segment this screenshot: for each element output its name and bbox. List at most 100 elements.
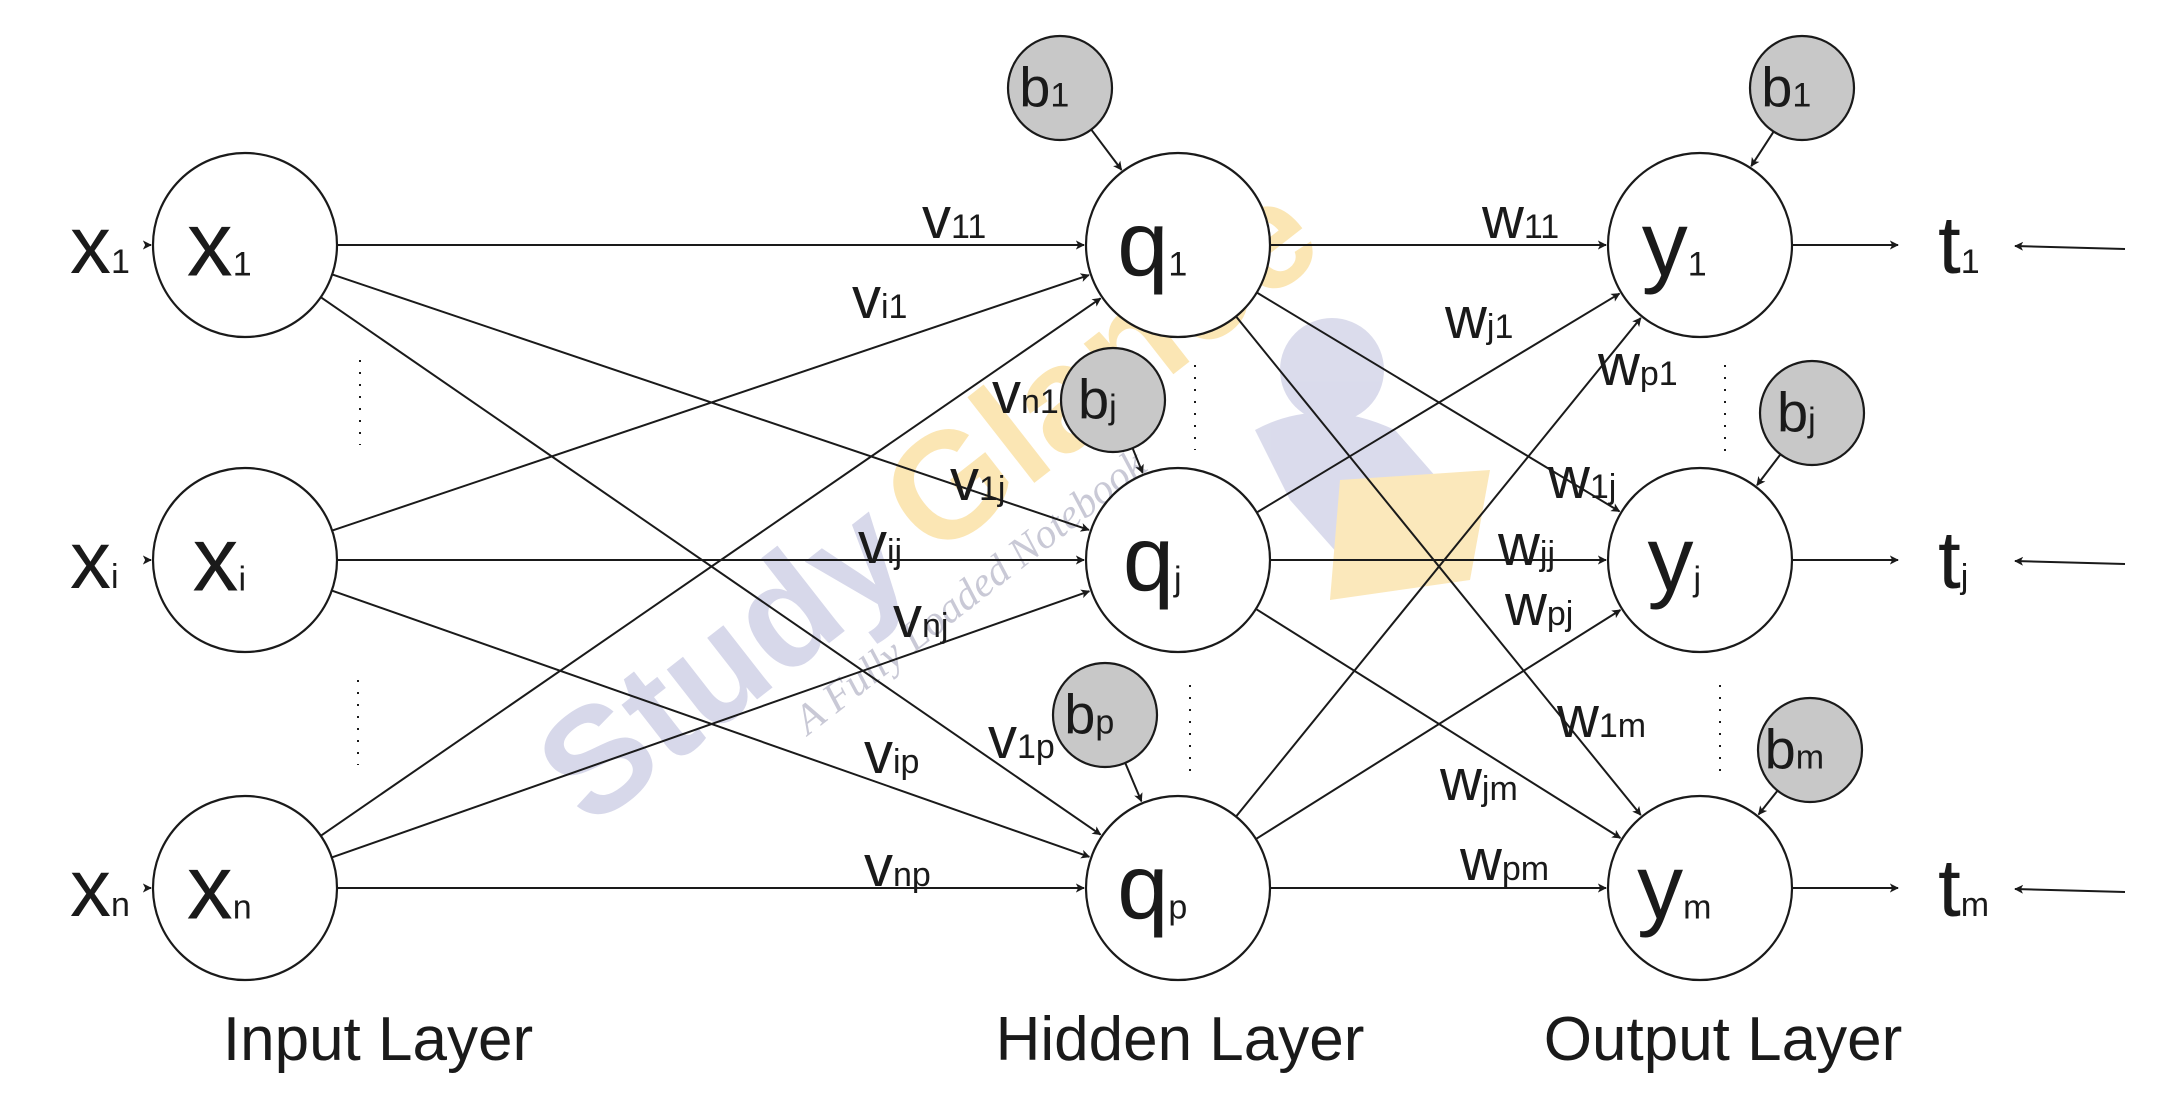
weight-v-n1: vn1 — [992, 361, 1059, 426]
edge-hidden-bias-1 — [1131, 447, 1144, 474]
output-bias-1: bj — [1758, 359, 1866, 467]
hidden-bias-1: bj — [1059, 346, 1167, 454]
weight-v-1j: v1j — [950, 448, 1005, 513]
hidden-bias-1-label: bj — [1078, 367, 1117, 430]
external-input-2: xn — [70, 843, 130, 934]
connections — [142, 128, 2126, 894]
weight-w-p1: wp1 — [1597, 333, 1678, 398]
output-layer-label: Output Layer — [1544, 1005, 1902, 1074]
input-node-0-label-main: x — [187, 193, 233, 295]
target-1-main: t — [1938, 515, 1961, 606]
weight-v-i1: vi1 — [852, 266, 907, 331]
output-node-2: ym — [1606, 794, 1794, 982]
edge-output-bias-1 — [1756, 453, 1782, 486]
target-0-sub: 1 — [1961, 243, 1980, 281]
hidden-node-0-circle — [1084, 151, 1272, 339]
weight-v-np: vnp — [864, 834, 931, 899]
edge-hidden-1-output-0 — [1256, 292, 1621, 514]
input-node-2-label-sub: n — [233, 888, 252, 926]
weight-v-11: v11 — [922, 186, 986, 251]
weight-w-11-sub: 11 — [1524, 208, 1559, 246]
hidden-node-0-label-main: q — [1117, 193, 1168, 295]
output-node-1-circle — [1606, 466, 1794, 654]
input-node-2-label-main: x — [187, 836, 233, 938]
external-input-1-sub: i — [111, 558, 119, 596]
edge-target-feedback-0 — [2014, 241, 2126, 251]
weight-w-1m-sub: 1m — [1599, 707, 1646, 745]
weight-w-pj-main: w — [1504, 573, 1548, 638]
input-node-2: xn — [151, 794, 339, 982]
output-bias-0: b1 — [1748, 34, 1856, 142]
weight-w-11-main: w — [1481, 186, 1525, 251]
output-bias-2-circle — [1756, 696, 1864, 804]
output-bias-2-label-main: b — [1765, 717, 1796, 780]
output-node-1-label-main: y — [1647, 508, 1693, 610]
weight-w-jm-sub: jm — [1481, 770, 1518, 808]
target-1: tj — [1938, 515, 1968, 606]
edge-input-2-hidden-0 — [320, 297, 1102, 837]
edge-input-1-hidden-0 — [331, 273, 1090, 532]
external-input-0-main: x — [70, 200, 111, 291]
output-node-1: yj — [1606, 466, 1794, 654]
external-input-1-main: x — [70, 515, 111, 606]
watermark: StudyGlance A Fully Loaded Notebook — [506, 146, 1490, 855]
weight-w-p1-main: w — [1597, 333, 1641, 398]
input-layer-label: Input Layer — [223, 1005, 533, 1074]
output-bias-2-label-sub: m — [1796, 738, 1824, 776]
weight-w-pj-sub: pj — [1547, 595, 1573, 633]
weight-w-1j-sub: 1j — [1590, 468, 1616, 506]
hidden-node-1: qj — [1084, 466, 1272, 654]
input-node-1-label: xi — [192, 508, 246, 610]
target-2-main: t — [1938, 843, 1961, 934]
watermark-person-icon — [1255, 318, 1490, 600]
weight-w-11: w11 — [1481, 186, 1559, 251]
hidden-node-2-circle — [1084, 794, 1272, 982]
weight-v-nj: vnj — [893, 585, 948, 650]
target-2: tm — [1938, 843, 1989, 934]
weight-v-1j-sub: 1j — [979, 470, 1005, 508]
weight-v-1p-sub: 1p — [1017, 728, 1055, 766]
target-2-sub: m — [1961, 886, 1989, 924]
weight-v-1j-main: v — [950, 448, 979, 513]
weight-w-j1-main: w — [1444, 286, 1488, 351]
weight-w-1j-main: w — [1547, 446, 1591, 511]
hidden-node-2: qp — [1084, 794, 1272, 982]
edge-target-feedback-2 — [2014, 884, 2126, 894]
external-input-1: xi — [70, 515, 119, 606]
edge-output-bias-2 — [1757, 790, 1779, 816]
target-0-main: t — [1938, 200, 1961, 291]
weight-v-ip-main: v — [864, 721, 893, 786]
weight-v-n1-main: v — [992, 361, 1021, 426]
weight-w-pm-sub: pm — [1502, 850, 1549, 888]
weight-w-j1: wj1 — [1444, 286, 1513, 351]
output-bias-0-circle — [1748, 34, 1856, 142]
hidden-node-2-label: qp — [1117, 836, 1187, 938]
weight-v-ip: vip — [864, 721, 919, 786]
weight-v-nj-sub: nj — [922, 607, 948, 645]
weight-w-j1-sub: j1 — [1486, 308, 1513, 346]
hidden-bias-2-label-sub: p — [1095, 703, 1114, 741]
hidden-layer-label: Hidden Layer — [996, 1005, 1365, 1074]
output-node-1-label-sub: j — [1692, 560, 1701, 598]
input-node-1: xi — [151, 466, 339, 654]
weight-w-p1-sub: p1 — [1640, 355, 1678, 393]
hidden-node-2-label-sub: p — [1168, 888, 1187, 926]
input-node-0-circle — [151, 151, 339, 339]
weight-v-np-main: v — [864, 834, 893, 899]
target-1-sub: j — [1960, 558, 1969, 596]
weight-w-1m: w1m — [1556, 685, 1646, 750]
hidden-node-1-label-sub: j — [1173, 560, 1182, 598]
external-input-0: x1 — [70, 200, 130, 291]
input-node-0-label: x1 — [187, 193, 252, 295]
output-node-2-label-sub: m — [1683, 888, 1711, 926]
edge-hidden-2-output-0 — [1235, 317, 1642, 818]
output-node-0-label-sub: 1 — [1688, 245, 1707, 283]
weight-w-pm: wpm — [1459, 828, 1549, 893]
hidden-node-1-label-main: q — [1123, 508, 1174, 610]
output-bias-1-label-main: b — [1777, 380, 1808, 443]
input-node-1-label-sub: i — [238, 560, 246, 598]
weight-labels: x1xixnt1tjtmv11vi1vn1v1jvijvnjv1pvipvnpw… — [70, 186, 1989, 934]
hidden-node-0-label: q1 — [1117, 193, 1187, 295]
